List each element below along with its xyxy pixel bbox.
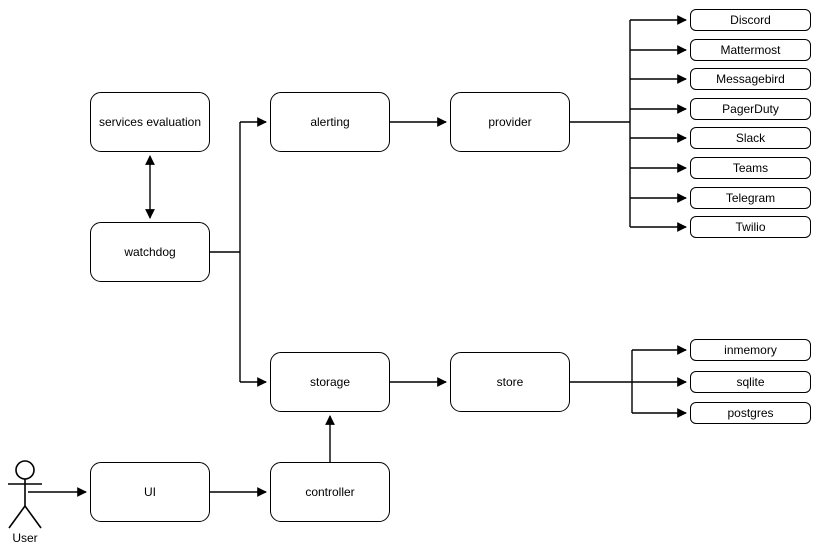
node-provider-slack[interactable]: Slack (690, 127, 811, 149)
actor-label: User (12, 531, 38, 545)
node-provider-teams[interactable]: Teams (690, 157, 811, 179)
node-provider-pagerduty[interactable]: PagerDuty (690, 98, 811, 120)
node-provider-telegram[interactable]: Telegram (690, 187, 811, 209)
node-store-inmemory[interactable]: inmemory (690, 339, 811, 361)
node-store-sqlite[interactable]: sqlite (690, 371, 811, 393)
node-alerting[interactable]: alerting (270, 92, 390, 152)
node-ui[interactable]: UI (90, 462, 210, 522)
stick-figure-actor-icon (8, 460, 42, 529)
node-store-postgres[interactable]: postgres (690, 402, 811, 424)
node-storage[interactable]: storage (270, 352, 390, 412)
node-store[interactable]: store (450, 352, 570, 412)
node-services-evaluation[interactable]: services evaluation (90, 92, 210, 152)
node-provider-discord[interactable]: Discord (690, 9, 811, 31)
node-watchdog[interactable]: watchdog (90, 222, 210, 282)
node-controller[interactable]: controller (270, 462, 390, 522)
node-provider-twilio[interactable]: Twilio (690, 216, 811, 238)
node-provider-messagebird[interactable]: Messagebird (690, 68, 811, 90)
node-provider-mattermost[interactable]: Mattermost (690, 39, 811, 61)
node-provider[interactable]: provider (450, 92, 570, 152)
